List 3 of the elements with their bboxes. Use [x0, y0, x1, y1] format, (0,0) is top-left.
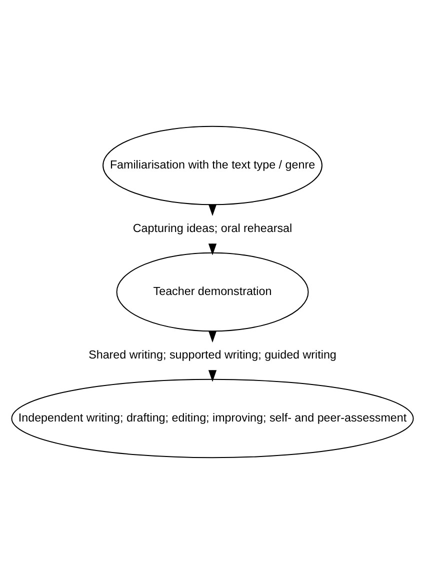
node-text: Shared writing; supported writing; guided writing: [88, 348, 336, 361]
node-text: Capturing ideas; oral rehearsal: [132, 221, 292, 234]
node-ellipse: Independent writing; drafting; editing; improving; self- and peer-assessment: [11, 378, 414, 458]
